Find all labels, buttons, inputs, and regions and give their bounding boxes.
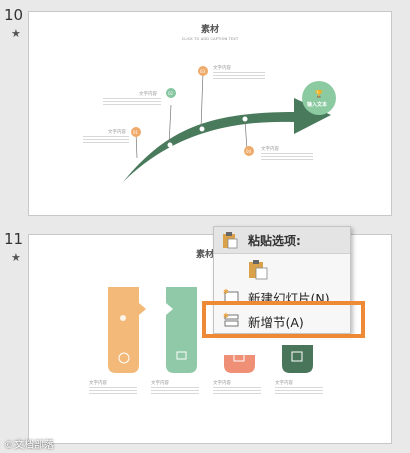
slide-number-10: 10 xyxy=(4,6,24,24)
trophy-icon: 🏆 xyxy=(315,89,324,98)
text-label: 文字内容 xyxy=(108,130,126,135)
badge-03 xyxy=(198,66,208,76)
watermark: ©文档部落 xyxy=(4,440,54,451)
card-green xyxy=(166,287,197,373)
svg-text:✱: ✱ xyxy=(223,312,229,320)
badge-04 xyxy=(244,146,254,156)
paste-options-header: 粘贴选项: xyxy=(214,227,350,254)
paste-clipboard-icon xyxy=(249,260,268,280)
target-circle xyxy=(302,81,336,115)
star-icon: ★ xyxy=(11,27,21,40)
person-icon xyxy=(120,315,126,321)
new-section-icon: ✱ xyxy=(223,312,239,327)
cards-diagram xyxy=(108,287,313,373)
text-lines xyxy=(213,72,265,82)
badge-02 xyxy=(166,88,176,98)
context-menu: 粘贴选项: ✱ 新建幻灯片(N) ✱ 新增节(A) xyxy=(213,226,351,334)
text-lines xyxy=(151,387,199,397)
monitor-icon xyxy=(291,351,303,362)
slide-number-11: 11 xyxy=(4,230,24,248)
svg-text:✱: ✱ xyxy=(223,288,229,296)
badge-04-label: 04 xyxy=(246,149,252,154)
slide-title: 素材 xyxy=(200,25,219,35)
highlight-box xyxy=(202,301,365,338)
curved-arrow-shape xyxy=(123,98,331,182)
text-lines xyxy=(103,98,161,108)
paste-icon xyxy=(223,232,238,249)
text-label: 文字内容 xyxy=(261,147,279,152)
text-label: 文字内容 xyxy=(213,66,231,71)
text-lines xyxy=(83,136,129,146)
star-icon: ★ xyxy=(11,251,21,264)
text-lines xyxy=(261,153,313,163)
text-lines xyxy=(89,387,137,397)
badge-03-label: 03 xyxy=(200,69,206,74)
slide-thumbnail-10[interactable]: 素材 CLICK TO ADD CAPTION TEXT 🏆 01 02 03 … xyxy=(28,11,392,216)
new-section-label: 新增节(A) xyxy=(248,315,304,330)
text-lines xyxy=(213,387,261,397)
bar-chart-icon xyxy=(176,351,187,360)
card-dark xyxy=(282,345,313,373)
paste-options-label: 粘贴选项: xyxy=(248,234,301,248)
text-lines xyxy=(275,387,323,397)
chart-icon xyxy=(118,352,130,364)
paste-keep-formatting-button[interactable] xyxy=(214,255,350,283)
arrow-diagram: 🏆 xyxy=(123,66,336,182)
slide-title: 素材 xyxy=(195,250,214,260)
slide-subtitle: CLICK TO ADD CAPTION TEXT xyxy=(181,37,239,41)
card-orange xyxy=(108,287,146,373)
screen-icon xyxy=(233,352,245,362)
badge-01 xyxy=(131,127,141,137)
target-label: 输入文本 xyxy=(307,102,328,108)
text-label: 文字内容 xyxy=(139,92,157,97)
menu-item-new-section[interactable]: ✱ 新增节(A) xyxy=(214,308,350,332)
text-label: 文字内容 xyxy=(275,381,293,386)
text-label: 文字内容 xyxy=(89,381,107,386)
card-red xyxy=(224,355,255,373)
badge-01-label: 01 xyxy=(133,130,139,135)
badge-02-label: 02 xyxy=(168,91,174,96)
text-label: 文字内容 xyxy=(151,381,169,386)
text-label: 文字内容 xyxy=(213,381,231,386)
